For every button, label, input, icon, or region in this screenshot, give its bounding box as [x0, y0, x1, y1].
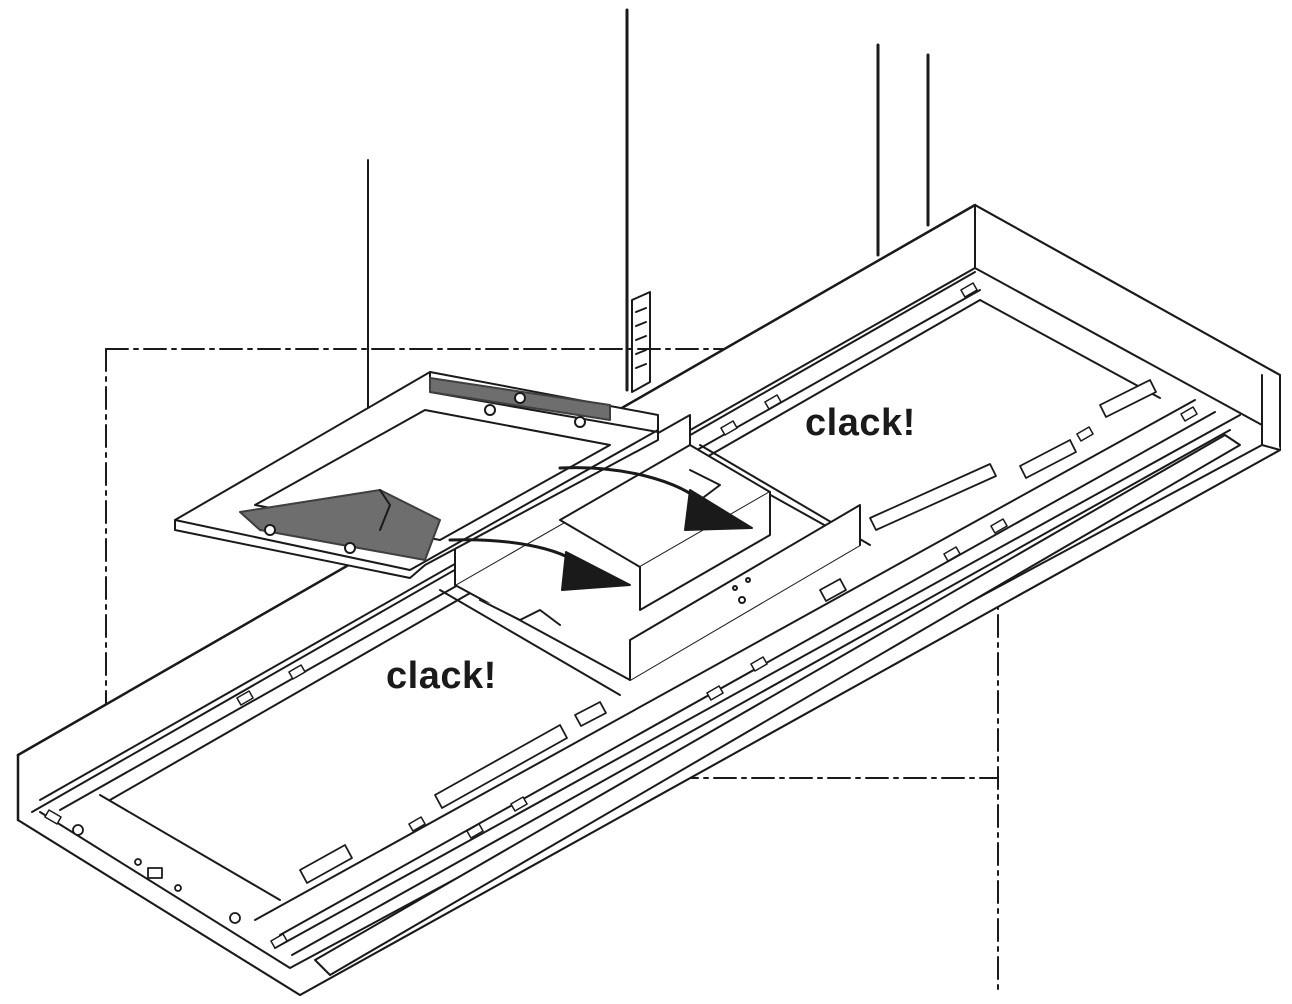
- mounting-bracket: [174, 371, 659, 579]
- ceiling-bracket: [631, 291, 651, 393]
- end-cap-holes: [72, 824, 241, 924]
- arrow-icon: [558, 466, 753, 531]
- arrow-icon: [448, 538, 631, 591]
- reflector-tabs: [299, 379, 1157, 884]
- driver-module: [454, 414, 861, 681]
- clack-annotation-bottom: clack!: [386, 655, 497, 697]
- rail-clips: [44, 282, 1198, 949]
- clack-annotation-top: clack!: [805, 402, 916, 444]
